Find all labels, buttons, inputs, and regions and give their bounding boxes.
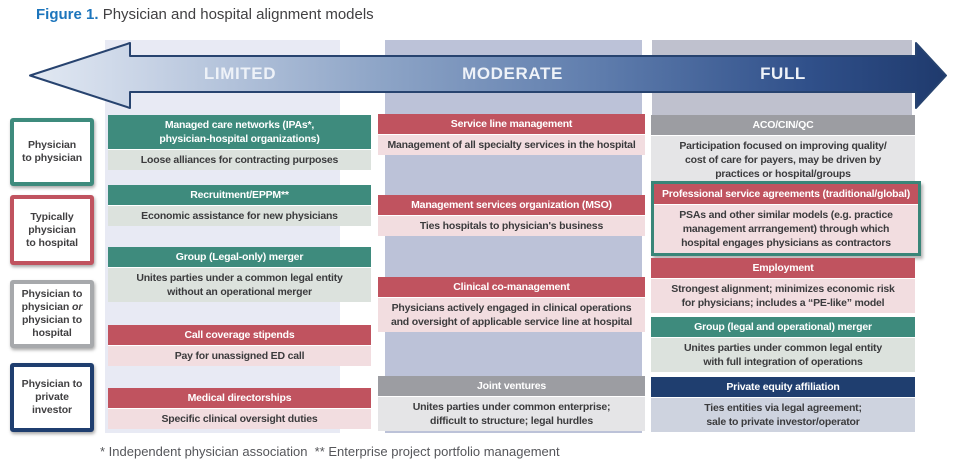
figure-number: Figure 1. xyxy=(36,6,99,23)
model-card-body: Ties hospitals to physician's business xyxy=(378,216,645,236)
model-card-body: Pay for unassigned ED call xyxy=(108,346,371,366)
legend-box-label: Physician to physician xyxy=(21,139,83,164)
model-card-body: PSAs and other similar models (e.g. prac… xyxy=(654,205,918,253)
model-card: Medical directorships Specific clinical … xyxy=(108,388,371,429)
model-card: Service line management Management of al… xyxy=(378,114,645,155)
model-card-body: Unites parties under common enterprise; … xyxy=(378,397,645,431)
model-card: Group (legal and operational) merger Uni… xyxy=(651,317,915,372)
or-emphasis: or xyxy=(72,301,83,313)
model-card-body: Economic assistance for new physicians xyxy=(108,206,371,226)
model-card-body: Unites parties under a common legal enti… xyxy=(108,268,371,302)
model-card-header: Service line management xyxy=(378,114,645,134)
model-card-header: Medical directorships xyxy=(108,388,371,408)
arrow-label-moderate: MODERATE xyxy=(462,64,563,83)
model-card: Private equity affiliation Ties entities… xyxy=(651,377,915,432)
model-card-header: Group (legal and operational) merger xyxy=(651,317,915,337)
legend-box-label: Physician to private investor xyxy=(21,378,83,416)
model-card-header: Professional service agreements (traditi… xyxy=(654,184,918,204)
model-card-body: Specific clinical oversight duties xyxy=(108,409,371,429)
model-card-header: Recruitment/EPPM** xyxy=(108,185,371,205)
figure-title-text: Physician and hospital alignment models xyxy=(102,6,374,23)
legend-label-fragment: Physician to physician xyxy=(21,288,83,313)
model-card-header: Private equity affiliation xyxy=(651,377,915,397)
model-card-header: Call coverage stipends xyxy=(108,325,371,345)
legend-box-label: Typically physician to hospital xyxy=(26,210,78,249)
model-card-body: Strongest alignment; minimizes economic … xyxy=(651,279,915,313)
model-card-header: Clinical co-management xyxy=(378,277,645,297)
legend-label-fragment: physician to hospital xyxy=(21,314,83,339)
model-card-body: Physicians actively engaged in clinical … xyxy=(378,298,645,332)
column-background-moderate xyxy=(385,40,642,433)
model-card-body: Participation focused on improving quali… xyxy=(651,136,915,184)
model-card-body: Unites parties under common legal entity… xyxy=(651,338,915,372)
footnote: * Independent physician association ** E… xyxy=(100,444,560,459)
model-card: Managed care networks (IPAs*, physician-… xyxy=(108,115,371,170)
legend-box-physician-or-hospital: Physician to physician or physician to h… xyxy=(10,280,94,348)
arrow-label-full: FULL xyxy=(760,64,806,83)
model-card-highlighted: Professional service agreements (traditi… xyxy=(651,181,921,256)
model-card-body: Management of all specialty services in … xyxy=(378,135,645,155)
model-card-header: Managed care networks (IPAs*, physician-… xyxy=(108,115,371,149)
model-card: Call coverage stipends Pay for unassigne… xyxy=(108,325,371,366)
model-card-body: Loose alliances for contracting purposes xyxy=(108,150,371,170)
column-background-limited xyxy=(105,40,340,433)
model-card-header: Management services organization (MSO) xyxy=(378,195,645,215)
model-card: Employment Strongest alignment; minimize… xyxy=(651,258,915,313)
model-card: Clinical co-management Physicians active… xyxy=(378,277,645,332)
model-card-header: Group (Legal-only) merger xyxy=(108,247,371,267)
figure-title: Figure 1. Physician and hospital alignme… xyxy=(36,6,374,23)
model-card-header: ACO/CIN/QC xyxy=(651,115,915,135)
arrow-label-limited: LIMITED xyxy=(203,64,277,83)
model-card-header: Employment xyxy=(651,258,915,278)
legend-box-typically-physician-to-hospital: Typically physician to hospital xyxy=(10,195,94,265)
legend-box-label: Physician to physician or physician to h… xyxy=(22,288,83,340)
model-card: Group (Legal-only) merger Unites parties… xyxy=(108,247,371,302)
model-card: ACO/CIN/QC Participation focused on impr… xyxy=(651,115,915,184)
model-card-body: Ties entities via legal agreement; sale … xyxy=(651,398,915,432)
model-card-header: Joint ventures xyxy=(378,376,645,396)
legend-box-physician-to-physician: Physician to physician xyxy=(10,118,94,186)
legend-box-physician-to-private-investor: Physician to private investor xyxy=(10,363,94,432)
model-card: Management services organization (MSO) T… xyxy=(378,195,645,236)
model-card: Recruitment/EPPM** Economic assistance f… xyxy=(108,185,371,226)
model-card: Joint ventures Unites parties under comm… xyxy=(378,376,645,431)
